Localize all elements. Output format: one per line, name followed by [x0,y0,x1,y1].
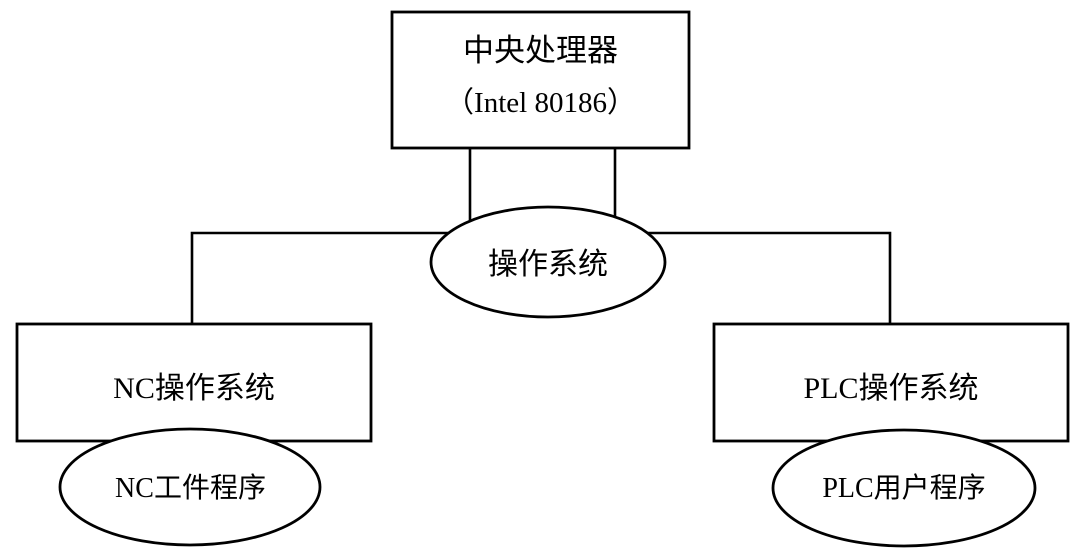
plc-os-box [712,322,1070,443]
cpu-box [390,10,691,150]
nc-os-box [15,322,373,443]
operating-system-ellipse [429,205,667,319]
nc-part-program-ellipse [58,427,322,547]
connector-bus-right-to-plc [613,231,892,326]
plc-user-program-ellipse [771,428,1037,548]
connector-bus-left-to-nc [190,231,472,326]
